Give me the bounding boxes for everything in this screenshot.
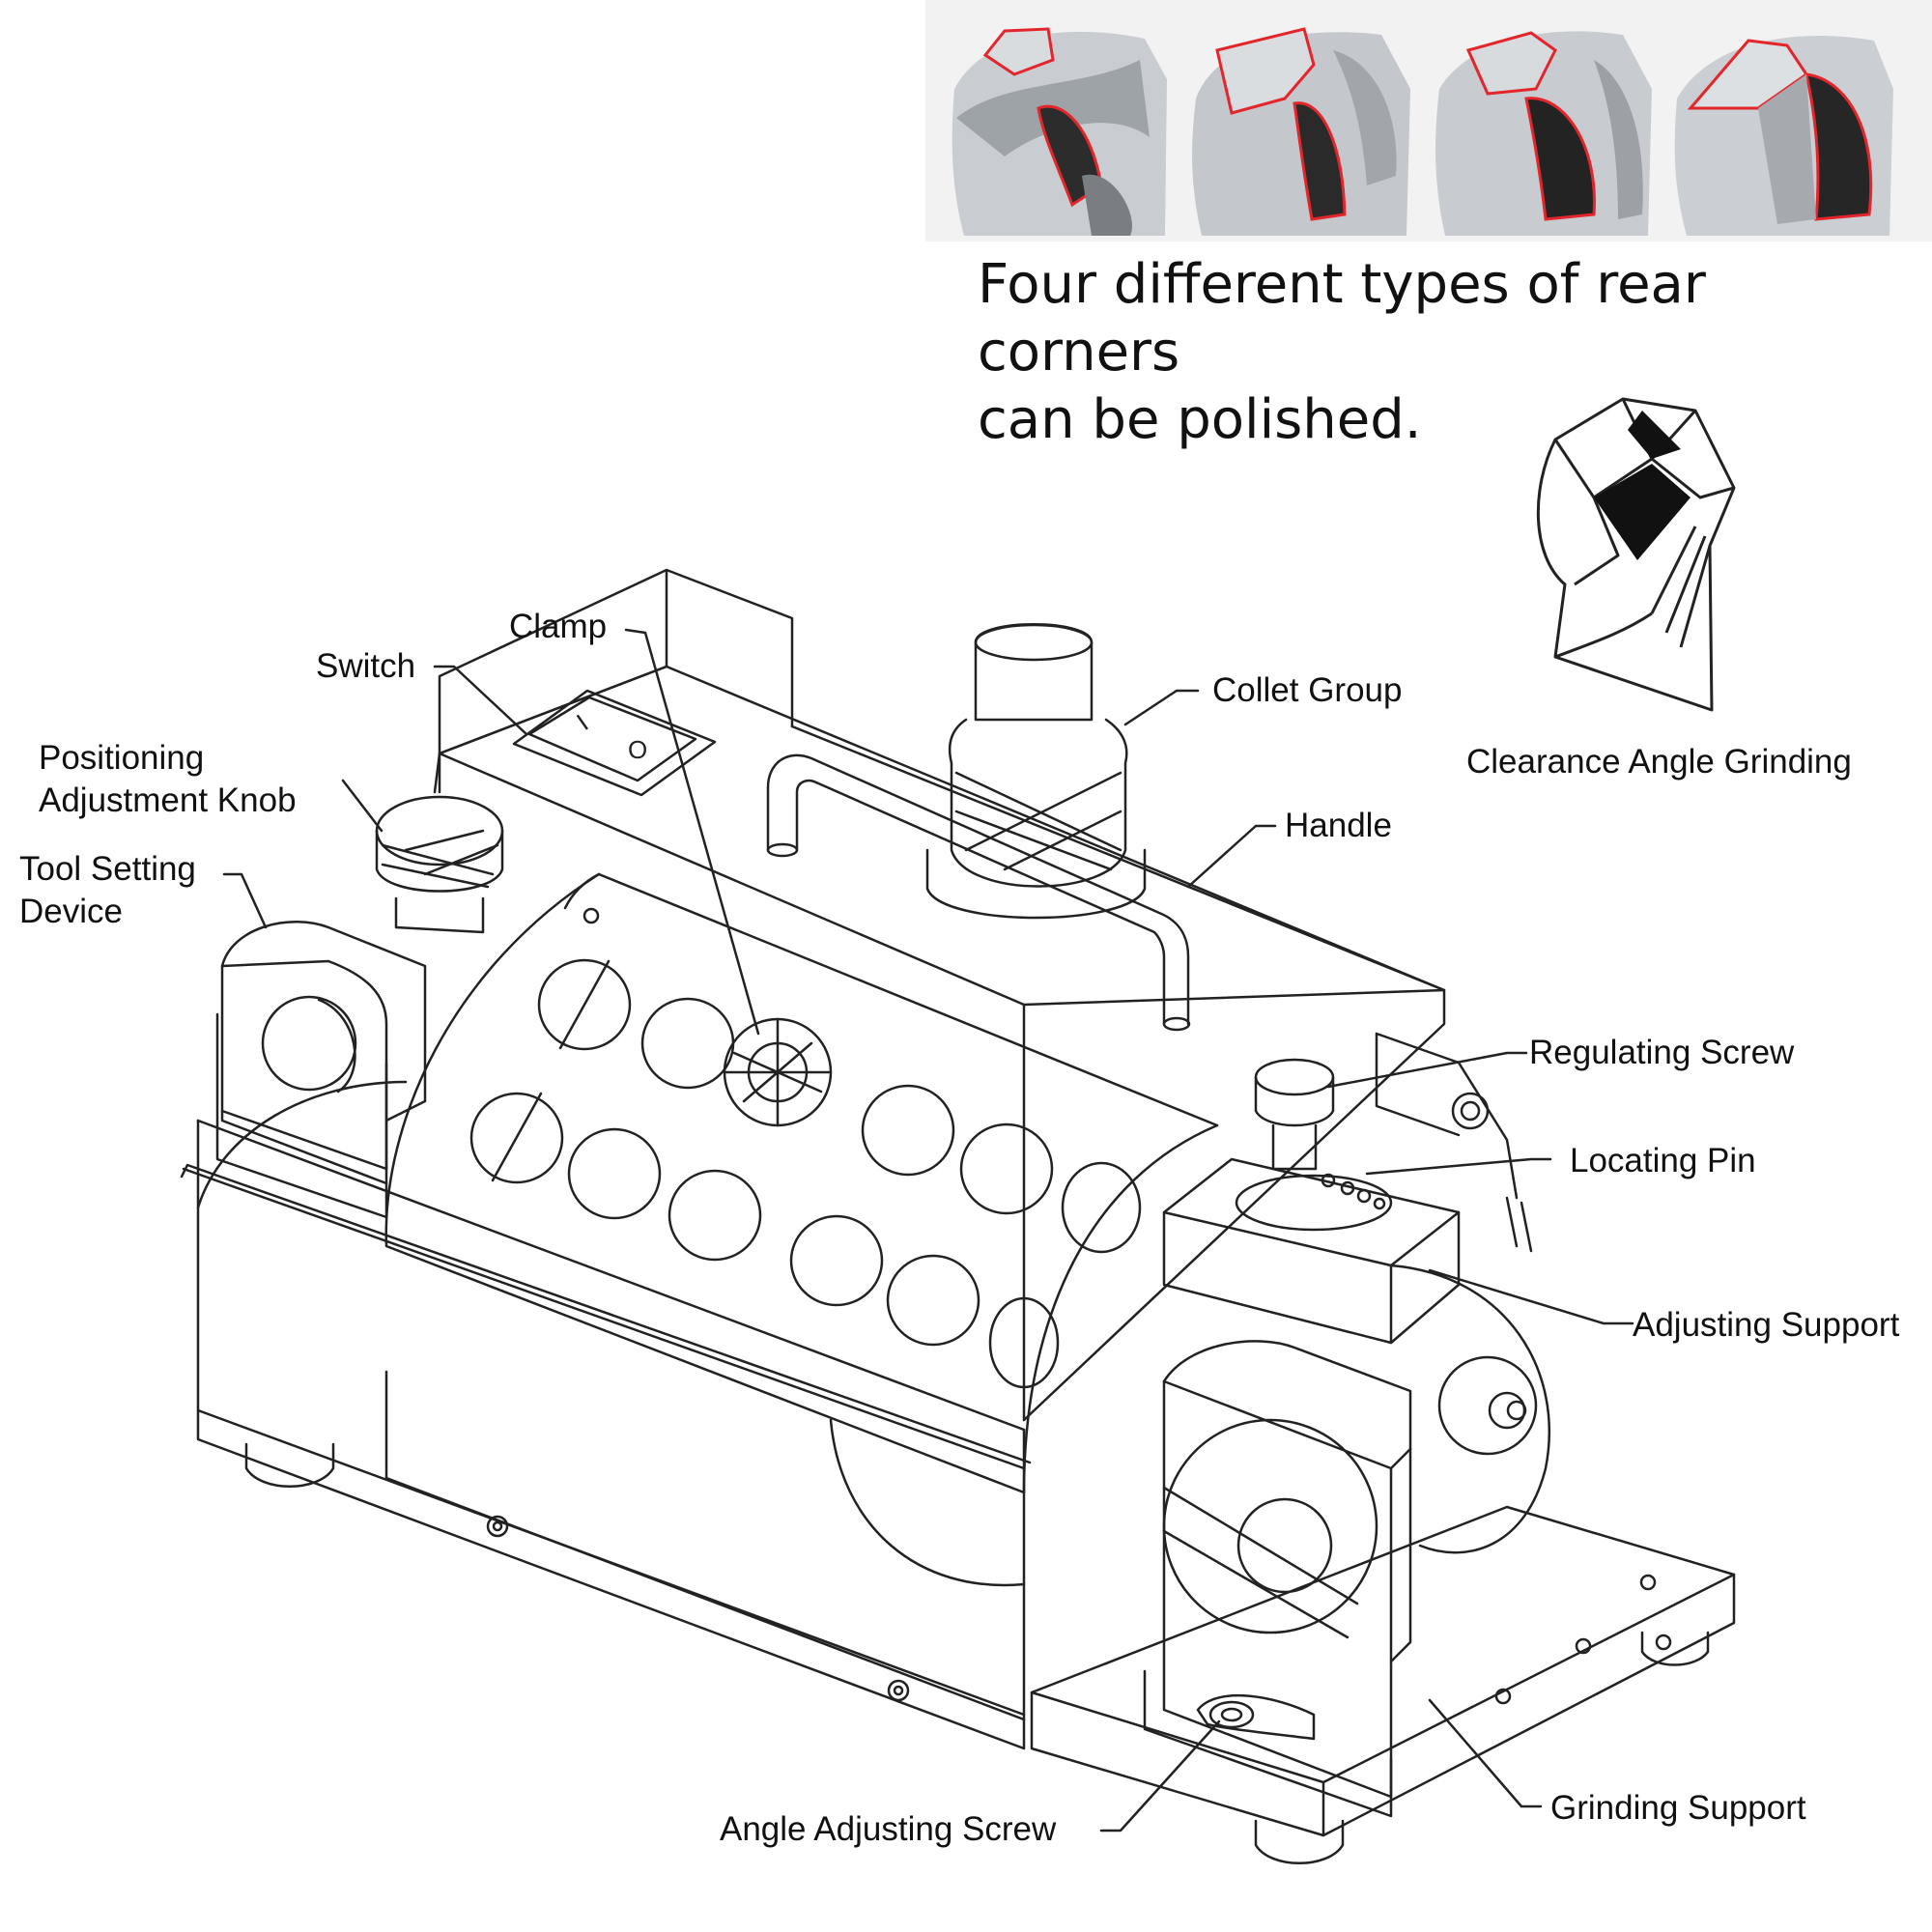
angle-adjusting-screw-head bbox=[1208, 1700, 1255, 1729]
leader-tool-setting bbox=[222, 872, 268, 929]
regulating-screw bbox=[1254, 1058, 1335, 1096]
switch-box bbox=[512, 689, 717, 797]
grinding-support bbox=[1162, 1379, 1393, 1799]
clearance-angle-drill-sketch bbox=[1536, 397, 1736, 712]
headline: Four different types of rear corners can… bbox=[978, 251, 1924, 454]
leader-handle bbox=[1186, 824, 1277, 889]
base-plate bbox=[1030, 1505, 1736, 1837]
collet-group bbox=[974, 623, 1094, 722]
headline-line-2: can be polished. bbox=[978, 388, 1422, 451]
leader-adjusting bbox=[1428, 1268, 1634, 1325]
leader-knob bbox=[341, 779, 384, 833]
label-regulating-screw: Regulating Screw bbox=[1529, 1034, 1795, 1071]
main-body bbox=[196, 1119, 1026, 1750]
adjusting-support bbox=[1162, 1157, 1461, 1345]
leader-clamp bbox=[624, 628, 760, 1036]
foot-left bbox=[244, 1442, 335, 1488]
leader-collet bbox=[1123, 689, 1200, 726]
locating-pin bbox=[1321, 1173, 1336, 1188]
label-positioning-knob: Positioning Adjustment Knob bbox=[39, 737, 297, 822]
foot-front bbox=[1254, 1819, 1345, 1864]
switch-mark-off: O bbox=[628, 735, 647, 764]
leader-switch bbox=[433, 665, 528, 736]
label-tool-setting-line-2: Device bbox=[19, 892, 123, 930]
label-tool-setting-device: Tool Setting Device bbox=[19, 848, 196, 933]
cylindrical-cover bbox=[384, 872, 1026, 1494]
label-collet-group: Collet Group bbox=[1212, 671, 1403, 709]
label-tool-setting-line-1: Tool Setting bbox=[19, 850, 196, 888]
label-clearance-angle-grinding: Clearance Angle Grinding bbox=[1466, 743, 1852, 781]
label-adjusting-support: Adjusting Support bbox=[1633, 1306, 1900, 1344]
headline-line-1: Four different types of rear corners bbox=[978, 253, 1706, 384]
label-grinding-support: Grinding Support bbox=[1550, 1789, 1806, 1827]
leader-locating bbox=[1365, 1157, 1552, 1176]
leader-grinding bbox=[1428, 1698, 1543, 1808]
carry-handle bbox=[766, 753, 1190, 1026]
label-angle-adjusting-screw: Angle Adjusting Screw bbox=[720, 1810, 1057, 1848]
rear-corner-type-3-image bbox=[1435, 31, 1652, 236]
label-positioning-knob-line-1: Positioning bbox=[39, 739, 205, 777]
leader-regulating bbox=[1326, 1051, 1528, 1089]
label-locating-pin: Locating Pin bbox=[1570, 1142, 1756, 1179]
label-positioning-knob-line-2: Adjustment Knob bbox=[39, 781, 297, 819]
leader-angle bbox=[1099, 1719, 1221, 1833]
switch-mark-on: I bbox=[571, 708, 593, 736]
switch-housing bbox=[438, 568, 794, 794]
tool-setting-device bbox=[215, 1012, 388, 1219]
drill-photo-strip bbox=[925, 0, 1932, 242]
rear-corner-type-1-image bbox=[952, 27, 1167, 236]
rear-corner-type-4-image bbox=[1674, 36, 1893, 236]
label-switch: Switch bbox=[316, 647, 416, 685]
label-clamp: Clamp bbox=[509, 608, 608, 645]
label-handle: Handle bbox=[1285, 807, 1392, 844]
rear-corner-type-2-image bbox=[1192, 27, 1410, 236]
